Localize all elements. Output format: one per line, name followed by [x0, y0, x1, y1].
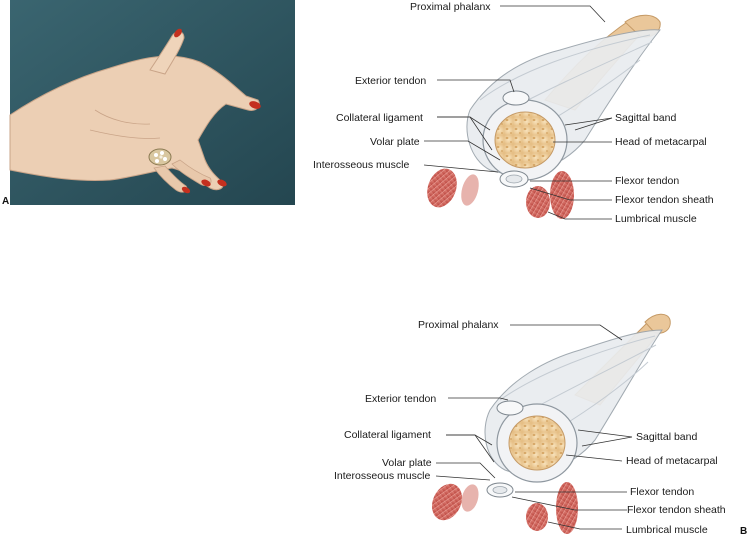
metacarpal-head — [494, 111, 556, 169]
panel-a-letter: A — [2, 196, 9, 207]
label-collateral-ligament-2: Collateral ligament — [344, 429, 431, 441]
leader-lines-top — [423, 5, 613, 220]
interosseous-muscle-left-2 — [431, 483, 463, 521]
interosseous-muscle-right — [550, 171, 574, 219]
label-proximal-phalanx-2: Proximal phalanx — [418, 319, 499, 331]
panel-a-photo: A — [2, 0, 295, 207]
extensor-tendon-2 — [496, 400, 524, 416]
label-head-of-metacarpal: Head of metacarpal — [615, 136, 707, 148]
label-sagittal-band: Sagittal band — [615, 112, 676, 124]
label-volar-plate-2: Volar plate — [382, 457, 432, 469]
lumbrical-muscle — [526, 186, 550, 218]
label-lumbrical-muscle: Lumbrical muscle — [615, 213, 697, 225]
anatomy-diagram-top — [427, 14, 661, 219]
lumbrical-muscle-2 — [526, 503, 548, 531]
interosseous-muscle-left — [427, 168, 457, 208]
label-collateral-ligament: Collateral ligament — [336, 112, 423, 124]
label-proximal-phalanx: Proximal phalanx — [410, 1, 491, 13]
hand-illustration — [9, 28, 261, 194]
label-flexor-tendon: Flexor tendon — [615, 175, 679, 187]
label-head-of-metacarpal-2: Head of metacarpal — [626, 455, 718, 467]
label-flexor-tendon-sheath: Flexor tendon sheath — [615, 194, 714, 206]
panel-b-letter: B — [740, 526, 747, 537]
label-interosseous-muscle: Interosseous muscle — [313, 159, 409, 171]
labels-bottom: Proximal phalanx Exterior tendon Collate… — [334, 319, 726, 536]
metacarpal-head-2 — [508, 415, 566, 471]
label-flexor-tendon-2: Flexor tendon — [630, 486, 694, 498]
label-sagittal-band-2: Sagittal band — [636, 431, 697, 443]
nail-icon — [174, 28, 182, 38]
label-volar-plate: Volar plate — [370, 136, 420, 148]
label-lumbrical-muscle-2: Lumbrical muscle — [626, 524, 708, 536]
anatomy-diagram-bottom — [431, 313, 671, 534]
labels-top: Proximal phalanx Exterior tendon Collate… — [313, 1, 714, 225]
label-exterior-tendon-2: Exterior tendon — [365, 393, 436, 405]
leader-lines-bottom — [435, 324, 633, 530]
label-flexor-tendon-sheath-2: Flexor tendon sheath — [627, 504, 726, 516]
label-interosseous-muscle-2: Interosseous muscle — [334, 470, 430, 482]
ring-icon — [148, 148, 172, 166]
extensor-tendon — [502, 90, 530, 106]
label-exterior-tendon: Exterior tendon — [355, 75, 426, 87]
